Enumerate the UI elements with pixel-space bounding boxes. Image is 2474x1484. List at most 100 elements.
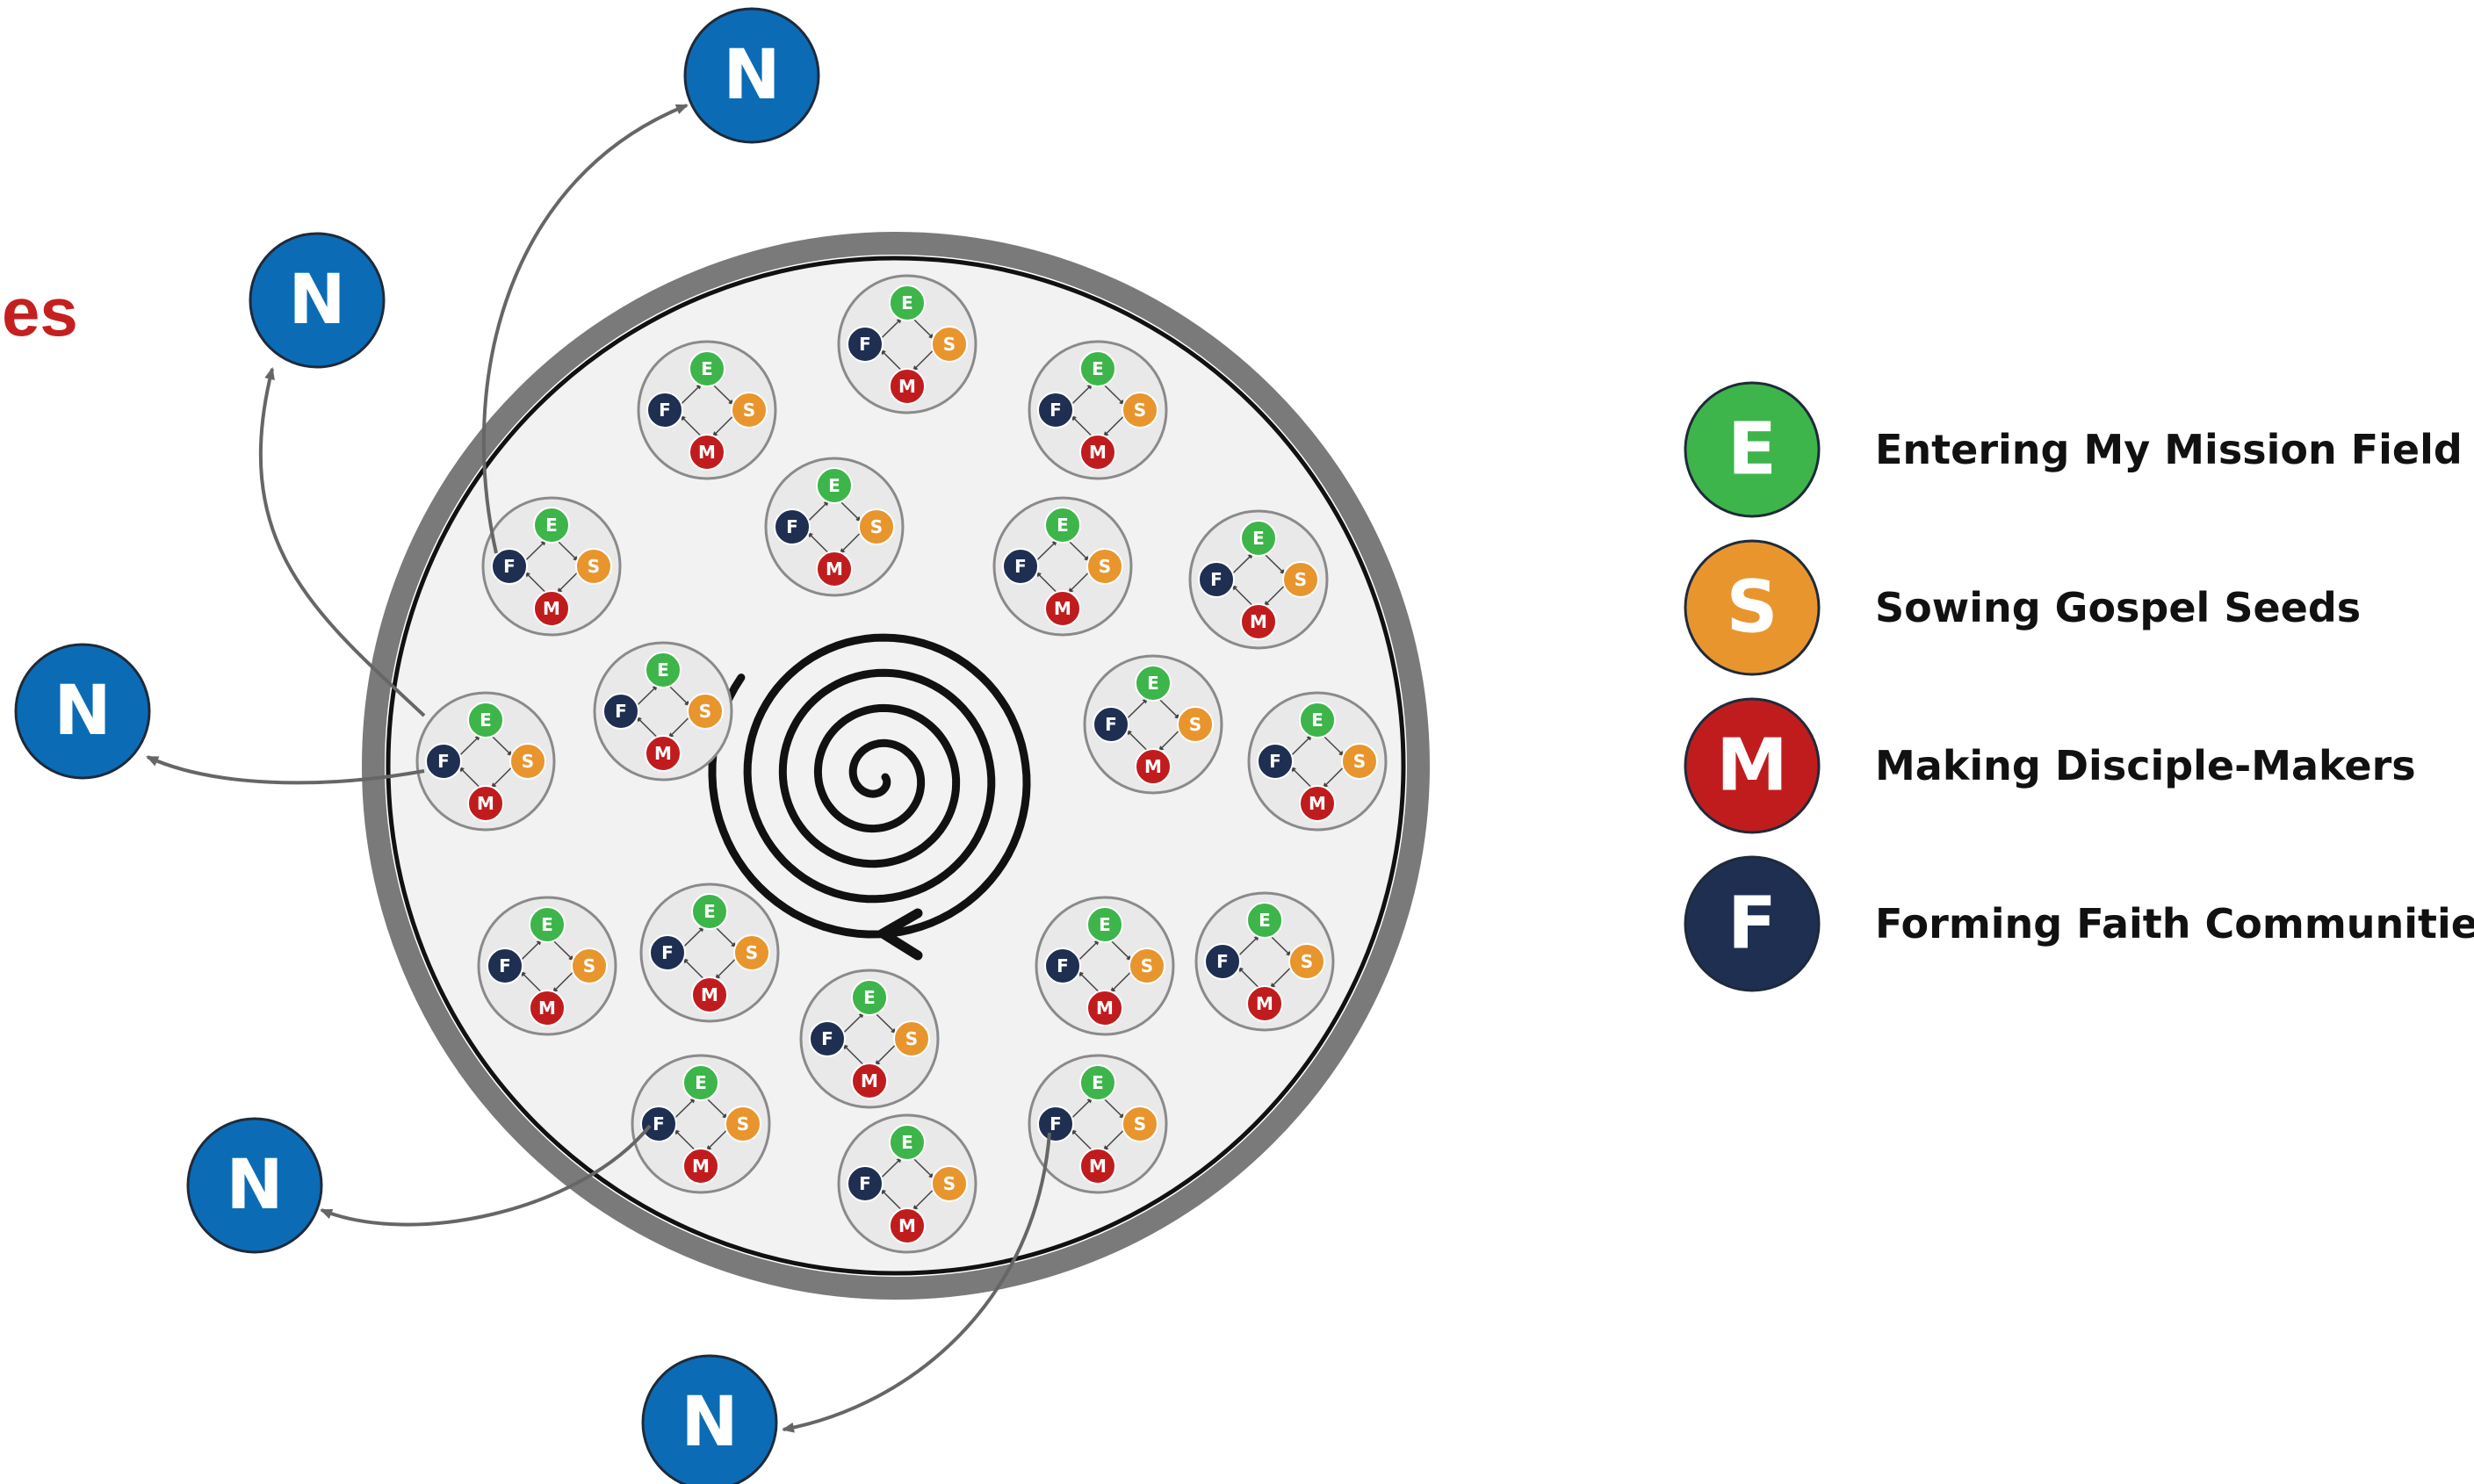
cluster-letter: F [499, 955, 511, 976]
cluster-dot-s [575, 548, 612, 585]
cluster-dot-e [1240, 520, 1277, 557]
cluster-arrow [1071, 1098, 1093, 1119]
cluster-dot-e [1135, 665, 1172, 702]
cluster-arrow [636, 717, 658, 738]
cluster-arrow [1103, 1098, 1125, 1120]
cluster-arrow [912, 1189, 934, 1211]
legend-letter: S [1726, 566, 1778, 650]
cluster-letter: S [699, 701, 711, 722]
cluster-arrow [682, 958, 704, 980]
cluster-letter: S [588, 556, 600, 577]
cluster-dot-f [774, 508, 811, 545]
cluster-arrow [1035, 572, 1057, 594]
cluster-arrow [842, 1044, 864, 1066]
cluster-dot-s [725, 1106, 761, 1142]
cluster-letter: E [1311, 710, 1324, 731]
cluster-ring [799, 969, 940, 1109]
cluster-letter: E [480, 710, 492, 731]
cluster-dot-e [889, 1124, 926, 1161]
cluster-dot-f [847, 326, 884, 363]
forming-icon [1684, 855, 1821, 992]
cluster-ring [637, 340, 777, 480]
cluster-arrow [1323, 767, 1345, 789]
cluster-ring [1247, 691, 1388, 832]
cluster-arrow [680, 384, 702, 405]
cluster-letter: M [861, 1070, 878, 1091]
cluster-dot-e [851, 979, 888, 1016]
cluster-letter: F [821, 1028, 833, 1049]
cluster-dot-s [1282, 561, 1319, 598]
cluster-letter: S [583, 955, 595, 976]
cluster-letter: E [657, 659, 669, 681]
cluster-dot-f [649, 934, 686, 971]
cluster-dot-s [733, 934, 770, 971]
cluster-letter: M [1144, 756, 1162, 777]
cluster-arrow [557, 540, 579, 562]
arrow-to-new-node [481, 104, 689, 554]
cluster-dot-m [1044, 590, 1081, 627]
cluster-arrow [636, 685, 658, 706]
cluster-dot-m [1240, 603, 1277, 640]
cluster-arrow [880, 1157, 902, 1178]
cluster-letter: S [1141, 955, 1153, 976]
legend-label: Making Disciple-Makers [1875, 742, 2416, 789]
cluster-ring [593, 641, 733, 782]
cluster-dot-f [1204, 943, 1241, 980]
cluster-dot-m [529, 990, 566, 1027]
new-node: N [641, 1354, 778, 1484]
cluster-arrow [520, 940, 542, 961]
cluster-ring [415, 691, 556, 832]
cluster-dot-m [467, 785, 504, 822]
making-icon [1684, 697, 1821, 834]
new-node-letter: N [54, 672, 111, 751]
cluster-letter: S [743, 400, 755, 421]
cluster-dot-f [847, 1165, 884, 1202]
cluster-letter: M [1054, 598, 1071, 619]
cluster-dot-e [1246, 902, 1283, 939]
cluster-ring [837, 1113, 977, 1254]
cluster-dot-f [1037, 392, 1074, 429]
cluster-arrow [1103, 1129, 1125, 1151]
legend: E Entering My Mission Field S Sowing Gos… [1684, 381, 2474, 992]
cluster-dot-f [1044, 947, 1081, 984]
cluster-letter: S [870, 516, 883, 537]
cluster-arrow [682, 926, 704, 947]
cluster-dot-f [809, 1020, 846, 1057]
cluster-arrow [807, 532, 829, 554]
cluster-dot-e [682, 1064, 719, 1101]
cluster-ring [1083, 654, 1223, 795]
cluster-dot-e [1299, 702, 1336, 738]
cluster-arrow [912, 349, 934, 371]
cluster-letter: F [1216, 951, 1229, 972]
cluster-dot-s [931, 1165, 968, 1202]
cluster-letter: M [543, 598, 560, 619]
cluster-letter: E [1259, 910, 1271, 931]
cluster-arrow [715, 926, 737, 948]
cluster-arrow [715, 958, 737, 980]
cluster-arrow [1103, 384, 1125, 406]
cluster-letter: E [695, 1072, 707, 1093]
cluster-arrow [840, 532, 862, 554]
cluster-dot-m [1135, 748, 1172, 785]
legend-letter: F [1727, 882, 1777, 966]
cluster-arrow [1270, 935, 1292, 957]
cluster-arrow [458, 767, 480, 789]
legend-item-entering: E Entering My Mission Field [1684, 381, 2463, 518]
cluster-letter: F [1210, 569, 1223, 590]
cluster-arrow [1158, 698, 1180, 720]
cluster-arrow [1078, 940, 1100, 961]
cluster-dot-f [1093, 706, 1129, 743]
cluster-arrow [1290, 767, 1312, 789]
cluster-arrow [880, 318, 902, 339]
cluster-dot-m [1079, 1148, 1116, 1185]
cluster-arrow [674, 1129, 696, 1151]
